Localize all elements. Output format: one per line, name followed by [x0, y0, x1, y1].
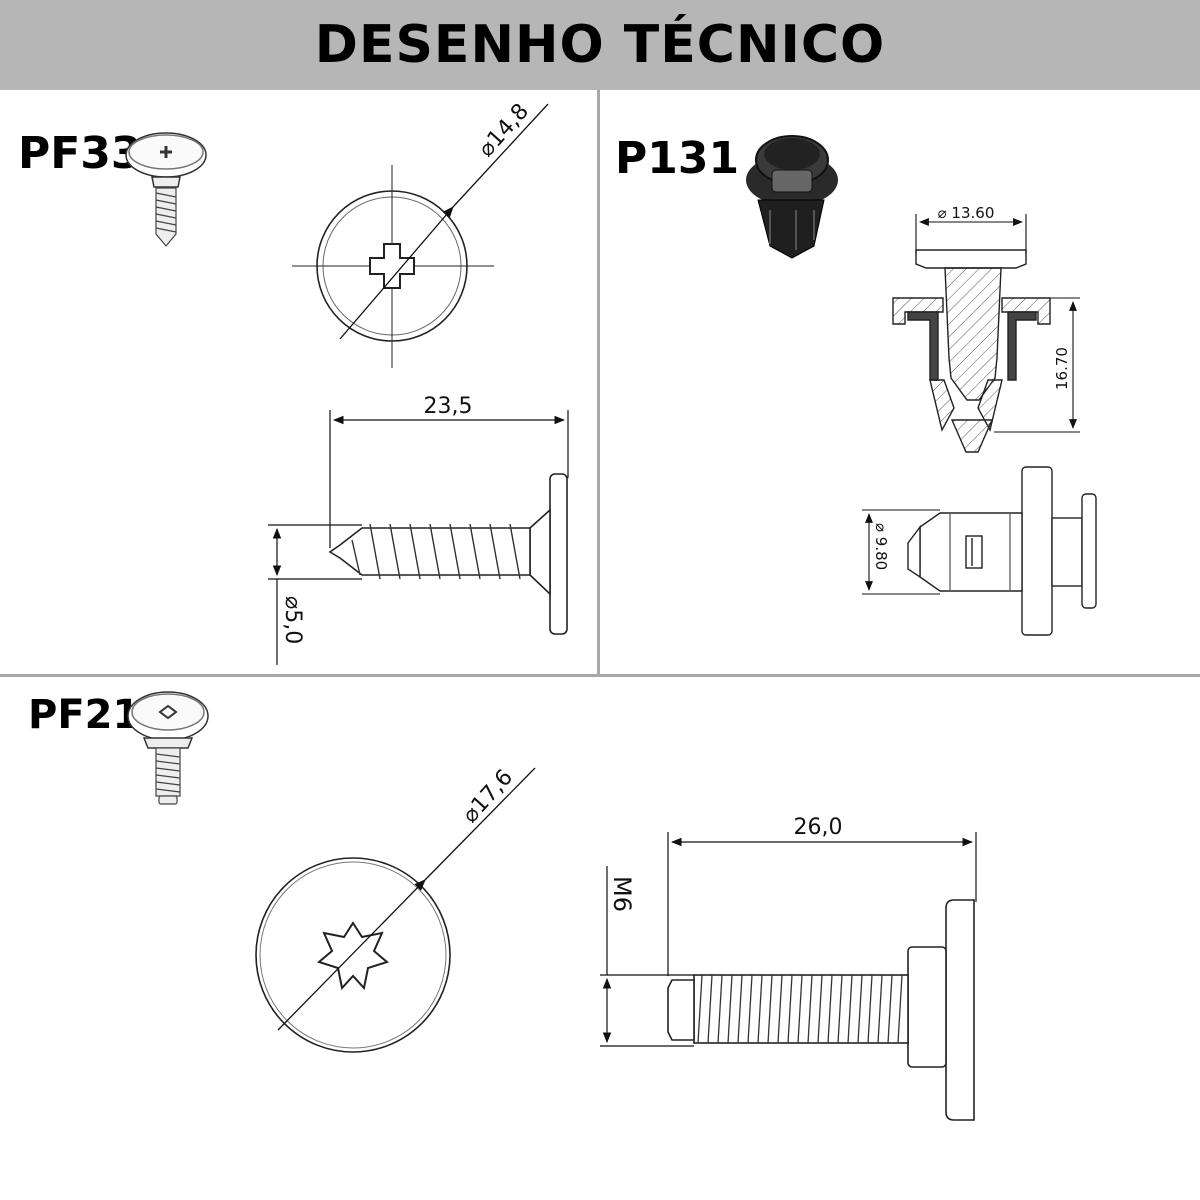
p131-section-view: [892, 249, 1051, 453]
part-code-pf21: PF21: [28, 692, 141, 738]
pf33-side-view: [328, 473, 568, 635]
pf33-shank-dimension: [268, 524, 362, 665]
pf21-top-view: [255, 857, 451, 1053]
pf33-length-label: 23,5: [424, 394, 473, 419]
horizontal-divider: [0, 674, 1200, 677]
p131-head-diameter-dimension: [915, 214, 1027, 254]
header-bar: DESENHO TÉCNICO: [0, 0, 1200, 90]
pf33-thumbnail-icon: [125, 132, 207, 247]
p131-height-label: 16.70: [1053, 347, 1071, 390]
p131-side-view: [907, 466, 1097, 636]
pf21-thread-dimension: [600, 866, 694, 1047]
pf21-length-dimension: [667, 832, 977, 976]
page-title: DESENHO TÉCNICO: [314, 15, 886, 75]
pf33-head-diameter-dimension: ⌀14,8: [339, 99, 549, 340]
pf21-length-label: 26,0: [794, 815, 843, 840]
p131-head-diameter-label: ⌀ 13.60: [938, 204, 995, 222]
p131-height-dimension: [994, 297, 1080, 433]
pf21-head-diameter-label: ⌀17,6: [458, 765, 518, 828]
pf33-top-view: [292, 165, 494, 368]
vertical-divider: [597, 90, 600, 675]
pf21-thread-label: M6: [608, 876, 636, 912]
p131-body-diameter-label: ⌀ 9.80: [872, 523, 890, 570]
pf21-head-diameter-dimension: ⌀17,6: [277, 765, 536, 1031]
pf21-thumbnail-icon: [127, 691, 209, 805]
pf21-side-view: [667, 899, 975, 1121]
part-code-p131: P131: [615, 133, 740, 184]
p131-thumbnail-icon: [746, 135, 838, 259]
pf33-shank-diameter-label: ⌀5,0: [280, 596, 305, 644]
p131-body-diameter-dimension: [862, 509, 940, 595]
part-code-pf33: PF33: [18, 128, 142, 179]
